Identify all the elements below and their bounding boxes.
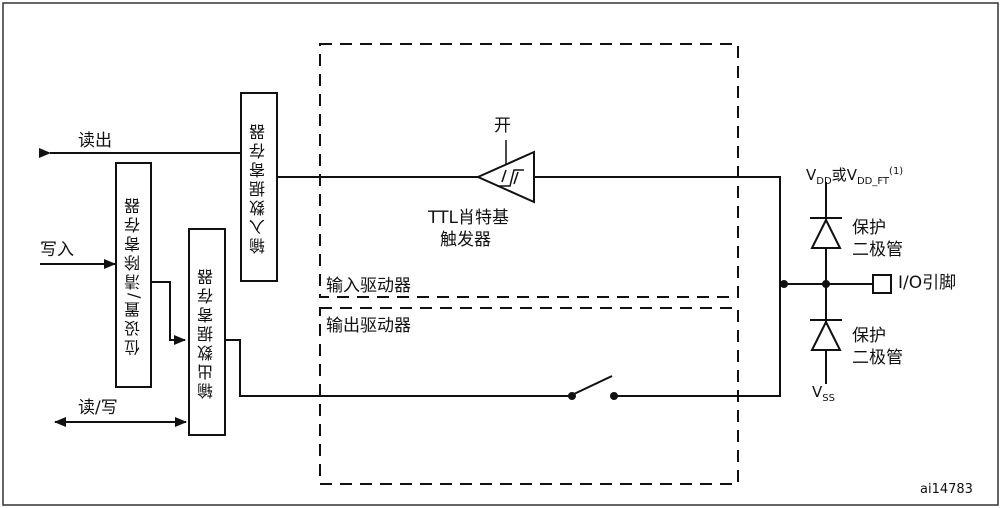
vdd-label: VDD或VDD_FT(1) [806,166,904,187]
output-data-register: 输出数据寄存器 [188,228,226,436]
input-data-register: 输入数据寄存器 [240,92,278,282]
bsr-to-odr-line [152,281,186,345]
read-out-label: 读出 [78,131,112,151]
odr-output-line [226,339,572,397]
hysteresis-icon [498,169,524,187]
schmitt-trigger-label-2: 触发器 [440,230,491,250]
output-switch [573,375,613,395]
write-in-label: 写入 [40,240,74,260]
schmitt-trigger-label-1: TTL肖特基 [428,208,509,228]
read-write-label: 读/写 [78,398,118,418]
io-pin-box [872,274,892,294]
io-pin-label: I/O引脚 [898,273,957,293]
enable-label: 开 [494,116,511,136]
input-data-register-label: 输入数据寄存器 [249,120,268,254]
bottom-diode-label-1: 保护 [852,326,886,346]
output-data-register-label: 输出数据寄存器 [197,265,216,399]
bit-set-reset-register-label: 位设置/清除寄存器 [123,194,143,356]
figure-id: ai14783 [920,482,973,497]
switch-to-pin-line [614,284,781,397]
schmitt-to-pin-line [534,176,781,284]
top-diode-label-1: 保护 [852,218,886,238]
bottom-diode-label-2: 二极管 [852,348,903,368]
input-driver-box [319,43,739,298]
top-diode-icon [810,217,842,249]
bit-set-reset-register: 位设置/清除寄存器 [115,162,152,388]
output-driver-label: 输出驱动器 [326,316,411,336]
top-diode-label-2: 二极管 [852,240,903,260]
bottom-diode-icon [810,319,842,351]
input-driver-label: 输入驱动器 [326,276,411,296]
vss-label: VSS [812,383,835,404]
